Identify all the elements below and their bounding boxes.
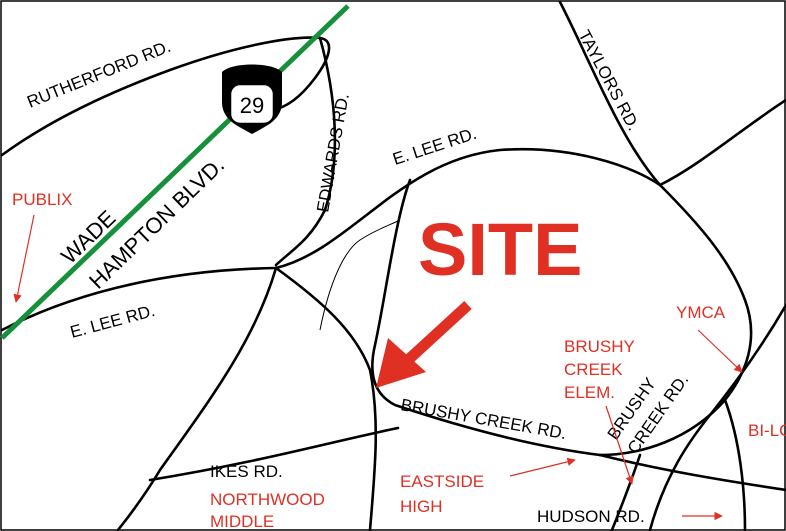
rutherford-road [0, 36, 331, 157]
us-29-highway [0, 4, 350, 340]
site-label: SITE [418, 208, 582, 291]
taylors-road-spur [658, 98, 786, 187]
hudson-road-label: HUDSON RD. [537, 507, 645, 526]
brushy-creek-elem-label-3: ELEM. [564, 383, 615, 402]
local-road [319, 219, 401, 331]
e-lee-road-north [274, 148, 662, 270]
eastside-high-arrow-icon [509, 457, 576, 477]
hudson-south-road [610, 453, 642, 531]
taylors-road [558, 0, 753, 457]
road-west-connector [116, 266, 278, 531]
eastside-high-label-2: HIGH [400, 497, 443, 516]
ymca-arrow-icon [697, 329, 743, 373]
ymca-label: YMCA [676, 303, 726, 322]
us-highway-shield-icon: 29 [222, 64, 282, 134]
brushy-creek-road [371, 178, 602, 457]
hudson-road [598, 453, 786, 492]
route-number: 29 [240, 93, 264, 118]
northwood-middle-label-1: NORTHWOOD [210, 490, 325, 509]
brushy-creek-elem-arrow-icon [605, 405, 634, 485]
road-center-connector [274, 266, 378, 531]
brushy-creek-elem-label-2: CREEK [564, 360, 623, 379]
ikes-road [148, 426, 400, 482]
brushy-creek-road-east [648, 303, 786, 531]
road-east-south [723, 398, 747, 531]
northwood-middle-label-2: MIDDLE [210, 512, 274, 531]
publix-label: PUBLIX [12, 190, 72, 209]
ikes-road-label: IKES RD. [210, 462, 283, 481]
eastside-high-label-1: EASTSIDE [400, 472, 484, 491]
brushy-creek-elem-label-1: BRUSHY [564, 337, 635, 356]
publix-arrow-icon [13, 214, 35, 303]
site-arrow-icon [376, 300, 472, 388]
bi-lo-label: BI-LO [748, 421, 786, 440]
edwards-road [274, 36, 337, 267]
